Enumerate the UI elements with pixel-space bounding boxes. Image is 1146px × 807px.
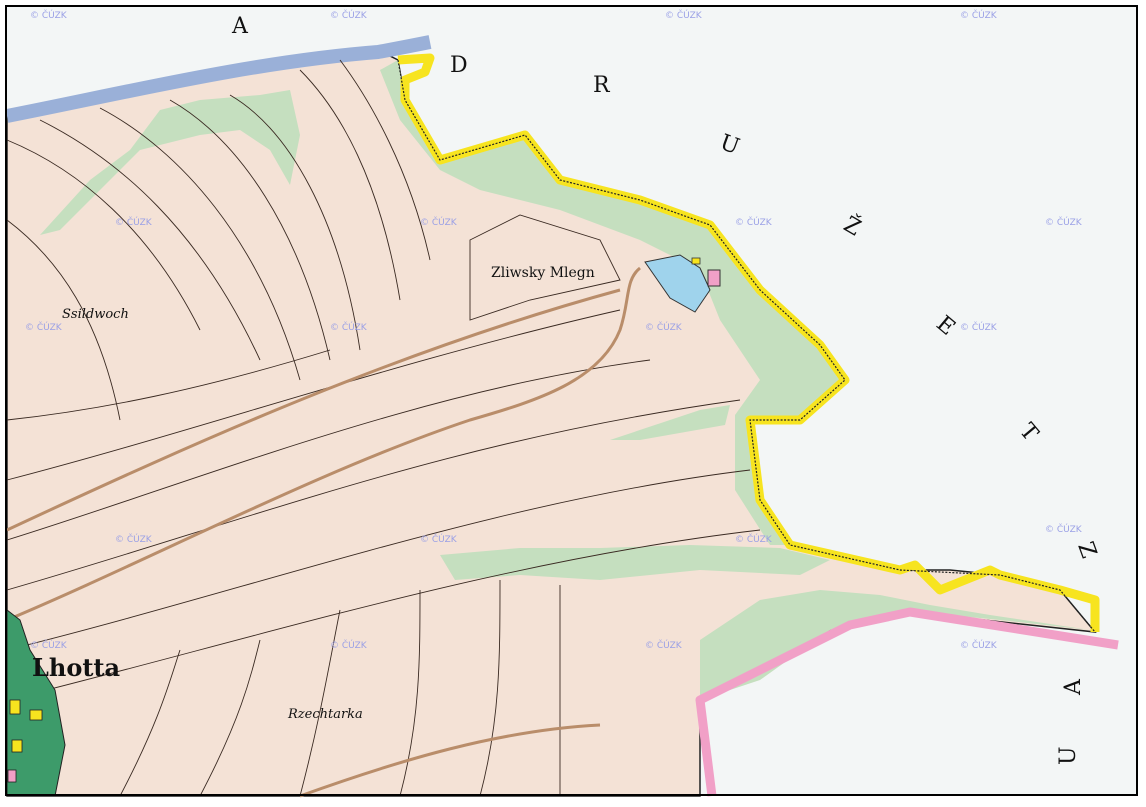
village-house xyxy=(29,709,43,721)
region-letter: A xyxy=(1061,678,1086,696)
village-house xyxy=(11,739,23,753)
place-name-mill: Zliwsky Mlegn xyxy=(491,265,595,281)
meadow-south xyxy=(440,545,830,580)
mill-pond xyxy=(644,254,711,313)
watermark: © ČÚZK xyxy=(25,321,63,333)
meadow-southeast xyxy=(700,590,1090,700)
watermark: © ČÚZK xyxy=(420,533,458,545)
region-letter: A xyxy=(231,14,249,39)
region-letter: D xyxy=(450,53,468,78)
watermark: © ČÚZK xyxy=(420,216,458,228)
watermark: © ČÚZK xyxy=(960,321,998,333)
watermark: © ČÚZK xyxy=(30,9,68,21)
watermark: © ČÚZK xyxy=(330,321,368,333)
mill-outbuilding xyxy=(691,257,701,265)
watermark: © ČÚZK xyxy=(665,9,703,21)
watermark: © ČÚZK xyxy=(330,9,368,21)
watermark: © ČÚZK xyxy=(1045,523,1083,535)
meadow-north xyxy=(380,60,845,545)
watermark: © ČÚZK xyxy=(330,639,368,651)
place-name-field-west: Ssildwoch xyxy=(62,307,129,322)
place-name-village: Lhotta xyxy=(32,653,120,682)
boundary-pink xyxy=(695,607,1119,797)
watermark: © ČÚZK xyxy=(115,216,153,228)
watermark: © ČÚZK xyxy=(645,639,683,651)
place-name-field-south: Rzechtarka xyxy=(287,707,363,722)
watermark: © ČÚZK xyxy=(115,533,153,545)
boundary-line xyxy=(397,59,1096,633)
watermark: © ČÚZK xyxy=(960,639,998,651)
roads xyxy=(6,266,642,798)
watermarks: © ČÚZK © ČÚZK © ČÚZK © ČÚZK © ČÚZK © ČÚZ… xyxy=(25,9,1083,651)
watermark: © ČÚZK xyxy=(645,321,683,333)
meadow-upper-left xyxy=(40,90,300,235)
watermark: © ČÚZK xyxy=(735,216,773,228)
region-letter: U xyxy=(1056,746,1081,765)
village-house xyxy=(9,699,21,715)
meadow-centre xyxy=(610,405,730,440)
watermark: © ČÚZK xyxy=(30,639,68,651)
boundary-yellow xyxy=(397,53,1100,632)
watermark: © ČÚZK xyxy=(735,533,773,545)
region-letter: R xyxy=(593,73,611,98)
mill-building xyxy=(707,269,721,287)
watermark: © ČÚZK xyxy=(1045,216,1083,228)
parcel-lines xyxy=(6,59,761,797)
village-house xyxy=(7,769,17,783)
river xyxy=(5,35,432,123)
watermark: © ČÚZK xyxy=(960,9,998,21)
